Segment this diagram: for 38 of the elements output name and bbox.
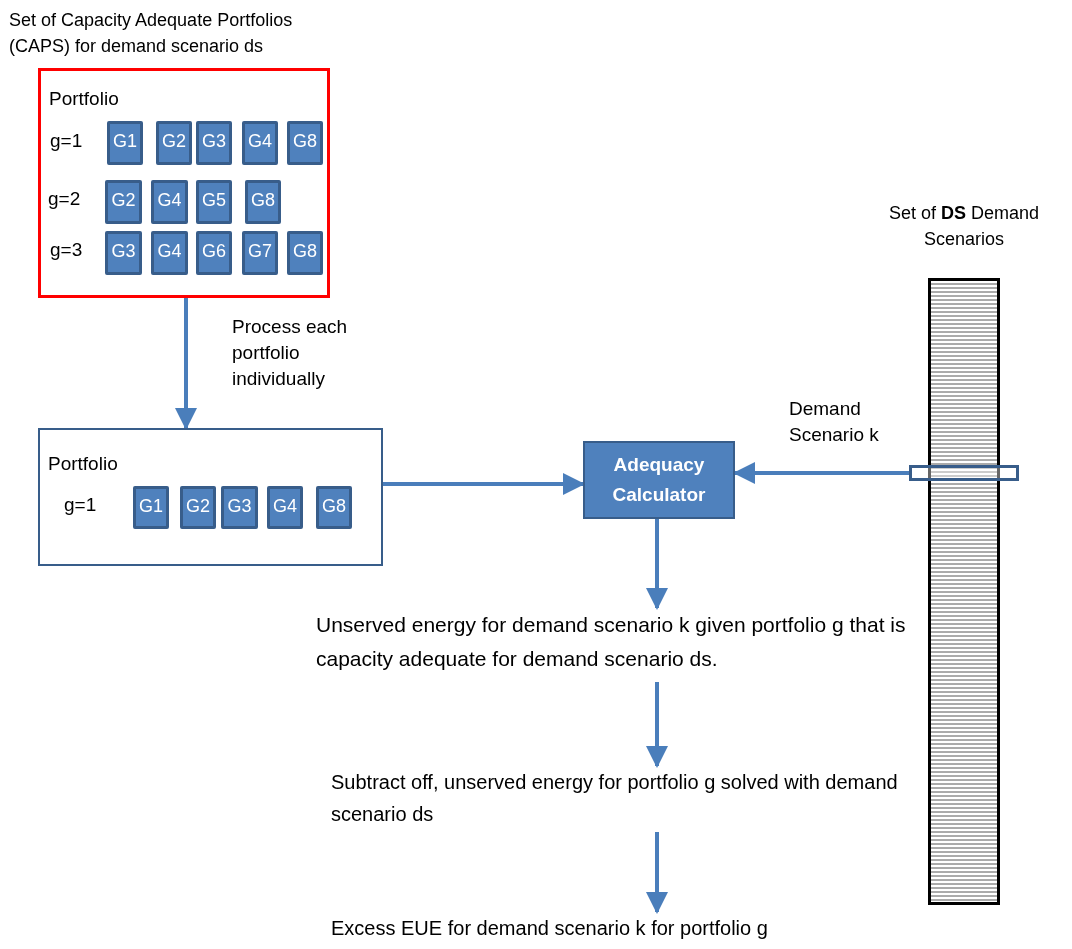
- generator-tile: G3: [105, 231, 142, 275]
- arrow: [383, 473, 585, 495]
- result-text: Unserved energy for demand scenario k given portfolio g that is capacity adequate for demand scenario ds.: [316, 612, 907, 672]
- result-text: Subtract off, unserved energy for portfolio g solved with demand scenario ds: [331, 770, 899, 827]
- generator-tile: G8: [245, 180, 281, 224]
- generator-tile: G2: [180, 486, 216, 529]
- set-heading: Set of Capacity Adequate Portfolios (CAPS) for demand scenario ds: [9, 9, 294, 58]
- generator-tile: G1: [133, 486, 169, 529]
- generator-tile: G3: [196, 121, 232, 165]
- generator-tile: G2: [156, 121, 192, 165]
- portfolio-label: Portfolio: [49, 87, 119, 111]
- arrow: [646, 832, 668, 914]
- generator-tile: G4: [151, 231, 188, 275]
- generator-tile: G4: [242, 121, 278, 165]
- generator-tile: G3: [221, 486, 258, 529]
- portfolio-index-label: g=1: [64, 493, 97, 517]
- process-box: Adequacy Calculator: [583, 441, 735, 519]
- generator-tile: G8: [316, 486, 352, 529]
- arrow: [646, 682, 668, 768]
- generator-tile: G8: [287, 231, 323, 275]
- generator-tile: G4: [267, 486, 303, 529]
- arrow: [646, 519, 668, 610]
- generator-tile: G2: [105, 180, 142, 224]
- arrow: [175, 298, 197, 430]
- generator-tile: G7: [242, 231, 278, 275]
- generator-tile: G4: [151, 180, 188, 224]
- generator-tile: G6: [196, 231, 232, 275]
- generator-tile: G5: [196, 180, 232, 224]
- portfolio-index-label: g=3: [50, 238, 83, 262]
- portfolio-index-label: g=2: [48, 187, 81, 211]
- scenario-slice-box: [909, 465, 1019, 481]
- portfolio-index-label: g=1: [50, 129, 83, 153]
- result-text: Excess EUE for demand scenario k for portfolio g: [331, 916, 769, 941]
- generator-tile: G8: [287, 121, 323, 165]
- portfolio-label: Portfolio: [48, 452, 118, 476]
- portfolio-frame: [38, 428, 383, 566]
- generator-tile: G1: [107, 121, 143, 165]
- set-heading: Set of DS Demand Scenarios: [887, 202, 1041, 251]
